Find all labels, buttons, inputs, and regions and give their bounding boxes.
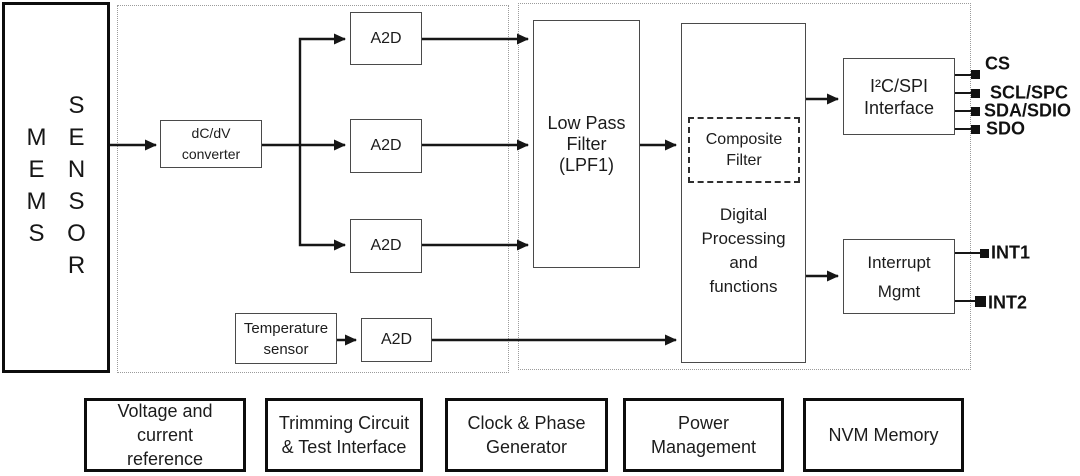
pin-markers xyxy=(971,70,989,307)
mems-sensor-block: MEMS SENSOR xyxy=(2,2,110,373)
pin-label-int2: INT2 xyxy=(988,292,1028,313)
pin-square-sdo xyxy=(971,125,980,134)
voltage-current-reference-block: Voltage and current reference xyxy=(84,398,246,472)
pin-lines xyxy=(955,74,981,302)
sensor-word: SENSOR xyxy=(63,91,90,284)
pin-label-int1: INT1 xyxy=(991,242,1031,263)
pin-square-sda xyxy=(971,107,980,116)
low-pass-filter-block: Low Pass Filter (LPF1) xyxy=(533,20,640,268)
digital-processing-label: Digital Processing and functions xyxy=(701,205,786,296)
a2d-block-temp: A2D xyxy=(361,318,432,362)
a2d-block-y: A2D xyxy=(350,119,422,173)
pin-label-scl-spc: SCL/SPC xyxy=(990,82,1069,103)
nvm-memory-block: NVM Memory xyxy=(803,398,964,472)
pin-square-cs xyxy=(971,70,980,79)
temperature-sensor-block: Temperature sensor xyxy=(235,313,337,364)
power-management-block: Power Management xyxy=(623,398,784,472)
pin-label-sdo: SDO xyxy=(986,118,1026,139)
a2d-block-x: A2D xyxy=(350,12,422,65)
pin-square-int1 xyxy=(980,249,989,258)
clock-phase-generator-block: Clock & Phase Generator xyxy=(445,398,608,472)
interrupt-mgmt-block: Interrupt Mgmt xyxy=(843,239,955,314)
mems-sensor-label: MEMS SENSOR xyxy=(22,92,90,284)
trimming-circuit-block: Trimming Circuit & Test Interface xyxy=(265,398,423,472)
pin-label-sda-sdio: SDA/SDIO xyxy=(984,100,1072,121)
analog-region xyxy=(117,5,509,373)
mems-word: MEMS xyxy=(23,123,50,252)
dcdv-converter-block: dC/dV converter xyxy=(160,120,262,168)
signal-arrows xyxy=(110,33,839,346)
digital-processing-block: Composite Filter Digital Processing and … xyxy=(681,23,806,363)
pin-square-scl xyxy=(971,89,980,98)
digital-region xyxy=(518,3,971,370)
pin-label-cs: CS xyxy=(985,53,1011,74)
i2c-spi-interface-block: I²C/SPI Interface xyxy=(843,58,955,135)
a2d-block-z: A2D xyxy=(350,219,422,273)
pin-square-int2 xyxy=(975,296,986,307)
composite-filter-block: Composite Filter xyxy=(688,117,800,183)
